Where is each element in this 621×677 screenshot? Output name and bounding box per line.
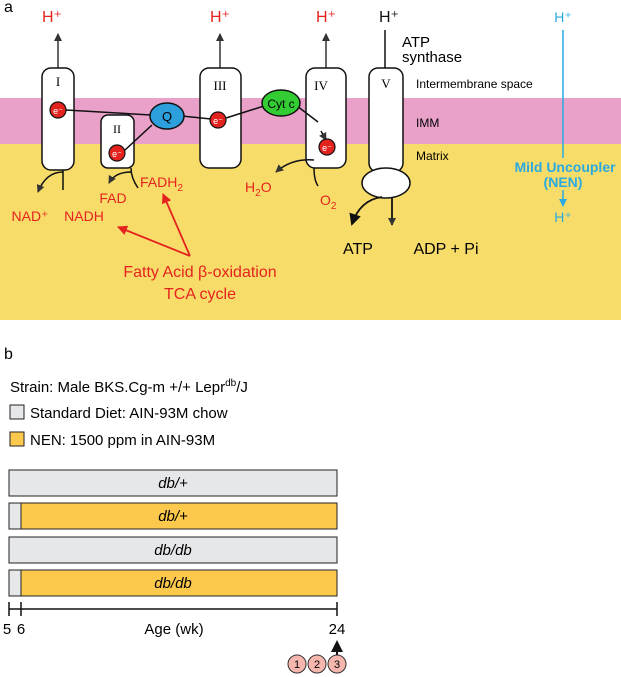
legend-nen-label: NEN: 1500 ppm in AIN-93M	[30, 432, 215, 449]
nad-label: NAD⁺	[12, 208, 49, 224]
uncoupler-nen-label: (NEN)	[544, 174, 583, 190]
intermembrane-space-label: Intermembrane space	[416, 77, 533, 91]
panel-b-label: b	[4, 346, 13, 363]
bar-db-db-nen: db/db	[8, 569, 338, 597]
matrix-band	[0, 144, 621, 320]
tca-label: TCA cycle	[164, 286, 236, 303]
atp-synthase-label-1: ATP	[402, 34, 430, 51]
complex-v-label: V	[381, 76, 391, 91]
legend-standard-swatch	[9, 404, 25, 420]
complex-i: I	[41, 67, 75, 171]
cyt-c-label: Cyt c	[267, 97, 294, 111]
electron-path	[65, 105, 327, 151]
bar-label-1: db/+	[158, 475, 188, 492]
age-axis	[8, 602, 338, 616]
bar-label-2: db/+	[158, 508, 188, 525]
panel-a-label: a	[4, 0, 13, 16]
h-plus-group: H⁺ H⁺ H⁺ H⁺	[42, 9, 399, 70]
h-plus-complex-i: H⁺	[42, 9, 62, 26]
ubiquinone-q: Q	[149, 102, 185, 130]
fad-label: FAD	[99, 190, 126, 206]
matrix-label: Matrix	[416, 149, 449, 163]
red-feed-arrows	[117, 193, 191, 257]
electron-complex-iv: e⁻	[322, 143, 332, 153]
endpoint-markers: 1 2 3	[287, 654, 347, 674]
electron-complex-iii: e⁻	[213, 116, 223, 126]
fadh2-oxidation-arrows	[108, 167, 139, 189]
endpoint-2	[307, 654, 327, 674]
o2-label: O2	[320, 192, 337, 212]
nadh-label: NADH	[64, 208, 104, 224]
complex-iv: IV	[305, 67, 347, 169]
complex-iv-label: IV	[314, 78, 328, 93]
bar-db-db-standard: db/db	[8, 536, 338, 564]
mild-uncoupler: H⁺ Mild Uncoupler (NEN) H⁺	[514, 9, 616, 225]
legend-nen-swatch	[9, 431, 25, 447]
tick-label-5: 5	[3, 621, 11, 638]
uncoupler-label: Mild Uncoupler	[514, 159, 616, 175]
endpoint-label-1: 1	[294, 659, 300, 671]
uncoupler-h-plus-bottom: H⁺	[554, 209, 572, 225]
complex-iii-label: III	[214, 78, 227, 93]
imm-label: IMM	[416, 116, 439, 130]
axis-label: Age (wk)	[144, 621, 203, 638]
bar-label-3: db/db	[154, 542, 192, 559]
endpoint-label-3: 3	[334, 659, 340, 671]
bar-label-4: db/db	[154, 575, 192, 592]
h-plus-complex-iii: H⁺	[210, 9, 230, 26]
atp-synthase-label-2: synthase	[402, 49, 462, 66]
complex-i-label: I	[56, 74, 60, 89]
bar-db-plus-nen: db/+	[8, 502, 338, 530]
complex-ii-label: II	[113, 122, 121, 136]
strain-label: Strain: Male BKS.Cg-m +/+ Leprdb/J	[10, 378, 248, 396]
q-label: Q	[162, 109, 172, 124]
timeline-bars: db/+ db/+ db/db db/db	[8, 469, 338, 597]
h-plus-atp-synthase: H⁺	[379, 9, 399, 26]
bar-db-plus-standard: db/+	[8, 469, 338, 497]
atp-label: ATP	[343, 241, 373, 258]
endpoint-label-2: 2	[314, 659, 320, 671]
uncoupler-h-plus-top: H⁺	[554, 9, 572, 25]
endpoint-3	[327, 654, 347, 674]
nadh-oxidation-arrows	[36, 170, 64, 193]
adp-pi-label: ADP + Pi	[413, 241, 478, 258]
tick-label-6: 6	[17, 621, 25, 638]
tick-label-24: 24	[329, 621, 346, 638]
electron-complex-i: e⁻	[53, 106, 63, 116]
complex-v: V	[361, 67, 411, 199]
endpoint-1	[287, 654, 307, 674]
cytochrome-c: Cyt c	[261, 89, 301, 117]
electrons: e⁻ e⁻ e⁻ e⁻	[49, 101, 336, 162]
fatty-acid-label: Fatty Acid β-oxidation	[123, 264, 276, 281]
atp-synthesis-arrows	[349, 196, 396, 226]
legend-standard-label: Standard Diet: AIN-93M chow	[30, 405, 228, 422]
oxygen-reduction-arrows	[275, 159, 319, 187]
electron-complex-ii: e⁻	[112, 149, 122, 159]
h2o-label: H2O	[245, 179, 272, 199]
fadh2-label: FADH2	[140, 174, 183, 194]
h-plus-complex-iv: H⁺	[316, 9, 336, 26]
